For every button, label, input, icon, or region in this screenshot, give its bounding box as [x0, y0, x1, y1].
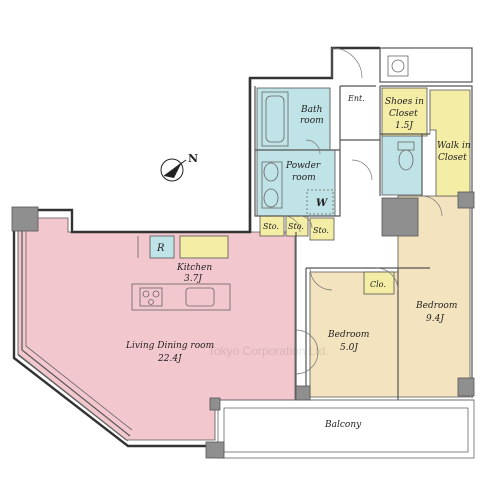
label-closet: Clo. — [370, 280, 386, 289]
pillar-bottom — [205, 441, 225, 459]
pillar-center — [381, 197, 419, 237]
pillar-kitchen — [209, 397, 221, 411]
label-storage-2: Sto. — [288, 222, 304, 231]
label-living-1: Living Dining room — [125, 341, 214, 351]
label-shoes-2: Closet — [389, 109, 418, 119]
label-bedroom-small-1: Bedroom — [327, 330, 369, 340]
label-bath-1: Bath — [300, 105, 322, 115]
pillar-mid-right — [457, 377, 475, 397]
powder-room — [256, 149, 336, 217]
north-arrow-icon: N — [160, 152, 198, 182]
label-bedroom-large-1: Bedroom — [415, 301, 457, 311]
closet-clo — [363, 271, 395, 295]
label-bath-2: room — [300, 116, 324, 126]
label-bedroom-small-2: 5.0J — [340, 343, 359, 353]
label-walkin-2: Closet — [438, 153, 467, 163]
label-kitchen-1: Kitchen — [176, 263, 212, 273]
washroom-entry — [381, 134, 423, 196]
pillar-bottom-right — [295, 385, 311, 401]
shoes-in-closet — [381, 87, 428, 137]
label-shoes-3: 1.5J — [395, 121, 414, 131]
label-powder-1: Powder — [285, 161, 321, 171]
label-washer: W — [316, 198, 329, 209]
label-fridge: R — [156, 243, 165, 254]
bathroom — [256, 87, 331, 151]
storage-3 — [309, 217, 335, 241]
label-entrance: Ent. — [347, 94, 365, 103]
pillar-top-right — [457, 191, 475, 209]
label-balcony: Balcony — [324, 420, 362, 430]
label-bedroom-large-2: 9.4J — [426, 314, 445, 324]
label-shoes-1: Shoes in — [385, 97, 424, 107]
label-storage-3: Sto. — [313, 226, 329, 235]
pillar-top-left — [11, 206, 39, 232]
refrigerator — [149, 235, 175, 259]
label-powder-2: room — [292, 173, 316, 183]
label-kitchen-2: 3.7J — [184, 274, 203, 284]
label-living-2: 22.4J — [157, 354, 183, 364]
watermark: Tokyo Corporation Ltd. — [208, 344, 329, 358]
label-storage-1: Sto. — [263, 222, 279, 231]
label-walkin-1: Walk in — [437, 141, 471, 151]
kitchen-counter — [179, 235, 229, 259]
north-label: N — [188, 152, 198, 165]
